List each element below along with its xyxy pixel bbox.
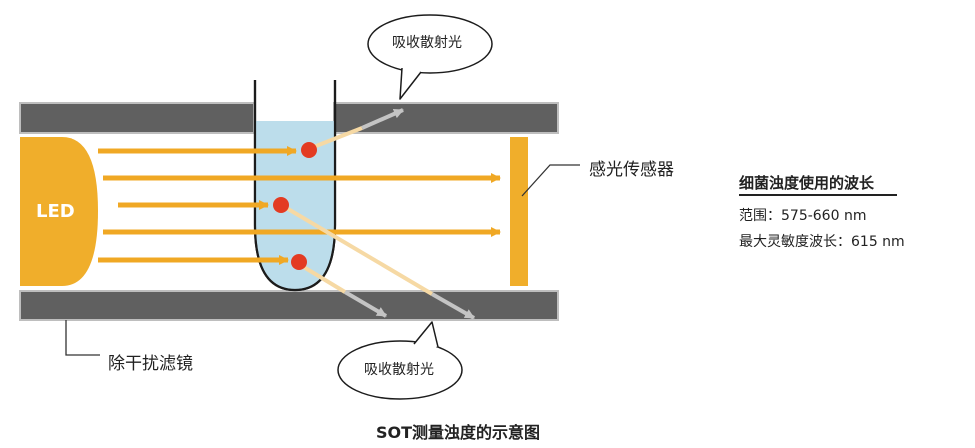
led-label: LED bbox=[36, 201, 75, 222]
title-underline bbox=[739, 194, 897, 196]
bubble-top bbox=[367, 14, 493, 74]
scatter-faded-2 bbox=[281, 204, 434, 296]
wavelength-range: 范围：575-660 nm bbox=[739, 208, 867, 224]
scatter-gray-3 bbox=[343, 290, 388, 318]
scatter-faded-3 bbox=[300, 264, 347, 294]
particle-1 bbox=[301, 142, 317, 158]
filter-label: 除干扰滤镜 bbox=[108, 354, 193, 374]
tube-liquid bbox=[256, 121, 334, 289]
scatter-top-label: 吸收散射光 bbox=[392, 35, 462, 51]
scatter-bottom-label: 吸收散射光 bbox=[364, 362, 434, 378]
particle-3 bbox=[291, 254, 307, 270]
particle-2 bbox=[273, 197, 289, 213]
filter-leader bbox=[65, 320, 100, 356]
peak-sensitivity: 最大灵敏度波长：615 nm bbox=[739, 234, 905, 250]
sensor-label: 感光传感器 bbox=[589, 160, 674, 180]
bottom-plate bbox=[19, 290, 559, 321]
diagram-caption: SOT测量浊度的示意图 bbox=[376, 423, 541, 442]
scatter-gray-1 bbox=[361, 108, 404, 130]
led-source bbox=[20, 137, 98, 286]
sensor-leader bbox=[521, 164, 580, 197]
scatter-faded-1 bbox=[310, 126, 363, 150]
photo-sensor bbox=[510, 137, 528, 286]
top-plate-right bbox=[333, 102, 559, 134]
bubble-bottom bbox=[337, 340, 463, 400]
wavelength-title: 细菌浊度使用的波长 bbox=[739, 174, 875, 192]
scatter-gray-2 bbox=[431, 292, 475, 320]
top-plate-left bbox=[19, 102, 255, 134]
